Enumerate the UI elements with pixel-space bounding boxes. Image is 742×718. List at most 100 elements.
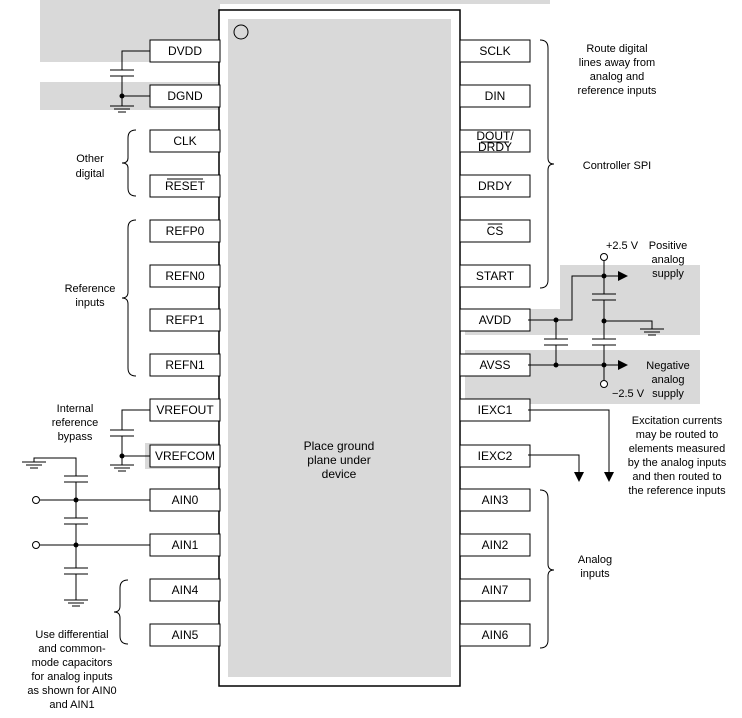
pin-box-ain6 bbox=[459, 623, 531, 647]
pin-box-ain2 bbox=[459, 533, 531, 557]
svg-text:by the analog inputs: by the analog inputs bbox=[628, 457, 727, 469]
svg-text:Use differential: Use differential bbox=[35, 629, 108, 641]
svg-text:Negative: Negative bbox=[646, 360, 689, 372]
pin-label-ain4: AIN4 bbox=[172, 583, 199, 597]
pin-box-refn1 bbox=[149, 353, 221, 377]
pin-label-vrefout: VREFOUT bbox=[156, 403, 214, 417]
svg-text:and then routed to: and then routed to bbox=[632, 471, 721, 483]
svg-text:Internal: Internal bbox=[57, 403, 94, 415]
chip-center-text-1: Place ground bbox=[304, 439, 375, 453]
svg-text:analog: analog bbox=[651, 254, 684, 266]
svg-text:Positive: Positive bbox=[649, 240, 688, 252]
svg-text:lines away from: lines away from bbox=[579, 57, 655, 69]
pin-box-refp1 bbox=[149, 308, 221, 332]
pin-box-ain4 bbox=[149, 578, 221, 602]
svg-text:elements measured: elements measured bbox=[629, 443, 726, 455]
svg-text:supply: supply bbox=[652, 388, 684, 400]
svg-text:reference: reference bbox=[52, 417, 98, 429]
pin-ain1: AIN1 bbox=[149, 533, 221, 557]
positive-voltage-label: +2.5 V bbox=[606, 240, 639, 252]
dvdd-bypass-capacitor bbox=[110, 50, 150, 113]
pin-refn1: REFN1 bbox=[149, 353, 221, 377]
pin-label-iexc2: IEXC2 bbox=[478, 449, 513, 463]
pin-box-cs bbox=[459, 219, 531, 243]
annotation-internal-reference-bypass: Internal reference bypass bbox=[52, 403, 98, 443]
pin-box-refn0 bbox=[149, 264, 221, 288]
annotation-reference-inputs: Reference inputs bbox=[65, 283, 116, 309]
svg-text:inputs: inputs bbox=[75, 297, 105, 309]
pin-label-ain1: AIN1 bbox=[172, 538, 199, 552]
pin-label-clk: CLK bbox=[173, 134, 196, 148]
pin-label-refp0: REFP0 bbox=[166, 224, 205, 238]
pin-box-iexc2 bbox=[459, 444, 531, 468]
pin-refn0: REFN0 bbox=[149, 264, 221, 288]
pin-sclk: SCLK bbox=[459, 39, 531, 63]
pin-label-start: START bbox=[476, 269, 515, 283]
pin-ain6: AIN6 bbox=[459, 623, 531, 647]
pin-drdy: DRDY bbox=[459, 174, 531, 198]
pin1-marker bbox=[233, 24, 249, 40]
pin-dout_drdy: DOUT/DRDY bbox=[459, 129, 531, 154]
pin-reset: RESET bbox=[149, 174, 221, 198]
svg-text:the reference inputs: the reference inputs bbox=[628, 485, 726, 497]
pin-label-ain0: AIN0 bbox=[172, 493, 199, 507]
pin-ain7: AIN7 bbox=[459, 578, 531, 602]
pin-box-ain7 bbox=[459, 578, 531, 602]
svg-text:Reference: Reference bbox=[65, 283, 116, 295]
annotation-use-differential: Use differential and common- mode capaci… bbox=[27, 629, 116, 711]
svg-text:may be routed to: may be routed to bbox=[636, 429, 719, 441]
pin-label-dvdd: DVDD bbox=[168, 44, 202, 58]
pin-box-clk bbox=[149, 129, 221, 153]
pin-box-sclk bbox=[459, 39, 531, 63]
pin-box-ain3 bbox=[459, 488, 531, 512]
pin-label-dgnd: DGND bbox=[167, 89, 203, 103]
svg-text:bypass: bypass bbox=[58, 431, 93, 443]
annotation-analog-inputs: Analog inputs bbox=[578, 554, 612, 580]
svg-text:Route digital: Route digital bbox=[586, 43, 647, 55]
pin-ain0: AIN0 bbox=[149, 488, 221, 512]
vref-bypass-capacitor bbox=[110, 409, 150, 472]
brace-controller-spi bbox=[539, 39, 555, 289]
pin-label-vrefcom: VREFCOM bbox=[155, 449, 215, 463]
pin-vrefout: VREFOUT bbox=[149, 398, 221, 422]
pin-dgnd: DGND bbox=[149, 84, 221, 108]
pin-label-avss: AVSS bbox=[479, 358, 510, 372]
pin-start: START bbox=[459, 264, 531, 288]
pin-clk: CLK bbox=[149, 129, 221, 153]
chip-ground-plane bbox=[228, 19, 451, 677]
svg-text:Excitation currents: Excitation currents bbox=[632, 415, 723, 427]
pin-box-dout_drdy bbox=[459, 129, 531, 153]
analog-supply-network bbox=[528, 253, 664, 388]
pin-dvdd: DVDD bbox=[149, 39, 221, 63]
pin-iexc2: IEXC2 bbox=[459, 444, 531, 468]
svg-text:reference inputs: reference inputs bbox=[578, 85, 657, 97]
pin-ain3: AIN3 bbox=[459, 488, 531, 512]
pin-label-sclk: SCLK bbox=[479, 44, 510, 58]
pin-label-ain5: AIN5 bbox=[172, 628, 199, 642]
pin-label-drdy: DRDY bbox=[478, 179, 512, 193]
svg-text:supply: supply bbox=[652, 268, 684, 280]
brace-reference-inputs bbox=[121, 219, 137, 377]
svg-text:as shown for AIN0: as shown for AIN0 bbox=[27, 685, 116, 697]
pin-avss: AVSS bbox=[459, 353, 531, 377]
pin-refp0: REFP0 bbox=[149, 219, 221, 243]
brace-ain4-ain5 bbox=[113, 579, 129, 645]
pin-box-reset bbox=[149, 174, 221, 198]
svg-text:Analog: Analog bbox=[578, 554, 612, 566]
annotation-controller-spi: Controller SPI bbox=[583, 160, 651, 172]
pin-label-avdd: AVDD bbox=[479, 313, 512, 327]
svg-text:analog: analog bbox=[651, 374, 684, 386]
pin-label-refn0: REFN0 bbox=[165, 269, 205, 283]
right-pin-column: SCLKDINDOUT/DRDYDRDYCSSTARTAVDDAVSSIEXC1… bbox=[459, 39, 531, 647]
analog-supply-plane-positive-upper bbox=[560, 265, 700, 335]
pin-label-reset: RESET bbox=[165, 179, 206, 193]
brace-analog-inputs bbox=[539, 489, 555, 649]
pin-label-dout_drdy: DOUT/ bbox=[476, 129, 514, 143]
excitation-current-routing bbox=[528, 409, 614, 482]
annotation-positive-supply: +2.5 V Positive analog supply bbox=[606, 240, 687, 280]
annotation-route-digital: Route digital lines away from analog and… bbox=[578, 43, 657, 97]
pin-avdd: AVDD bbox=[459, 308, 531, 332]
pin-refp1: REFP1 bbox=[149, 308, 221, 332]
pin-box-ain5 bbox=[149, 623, 221, 647]
